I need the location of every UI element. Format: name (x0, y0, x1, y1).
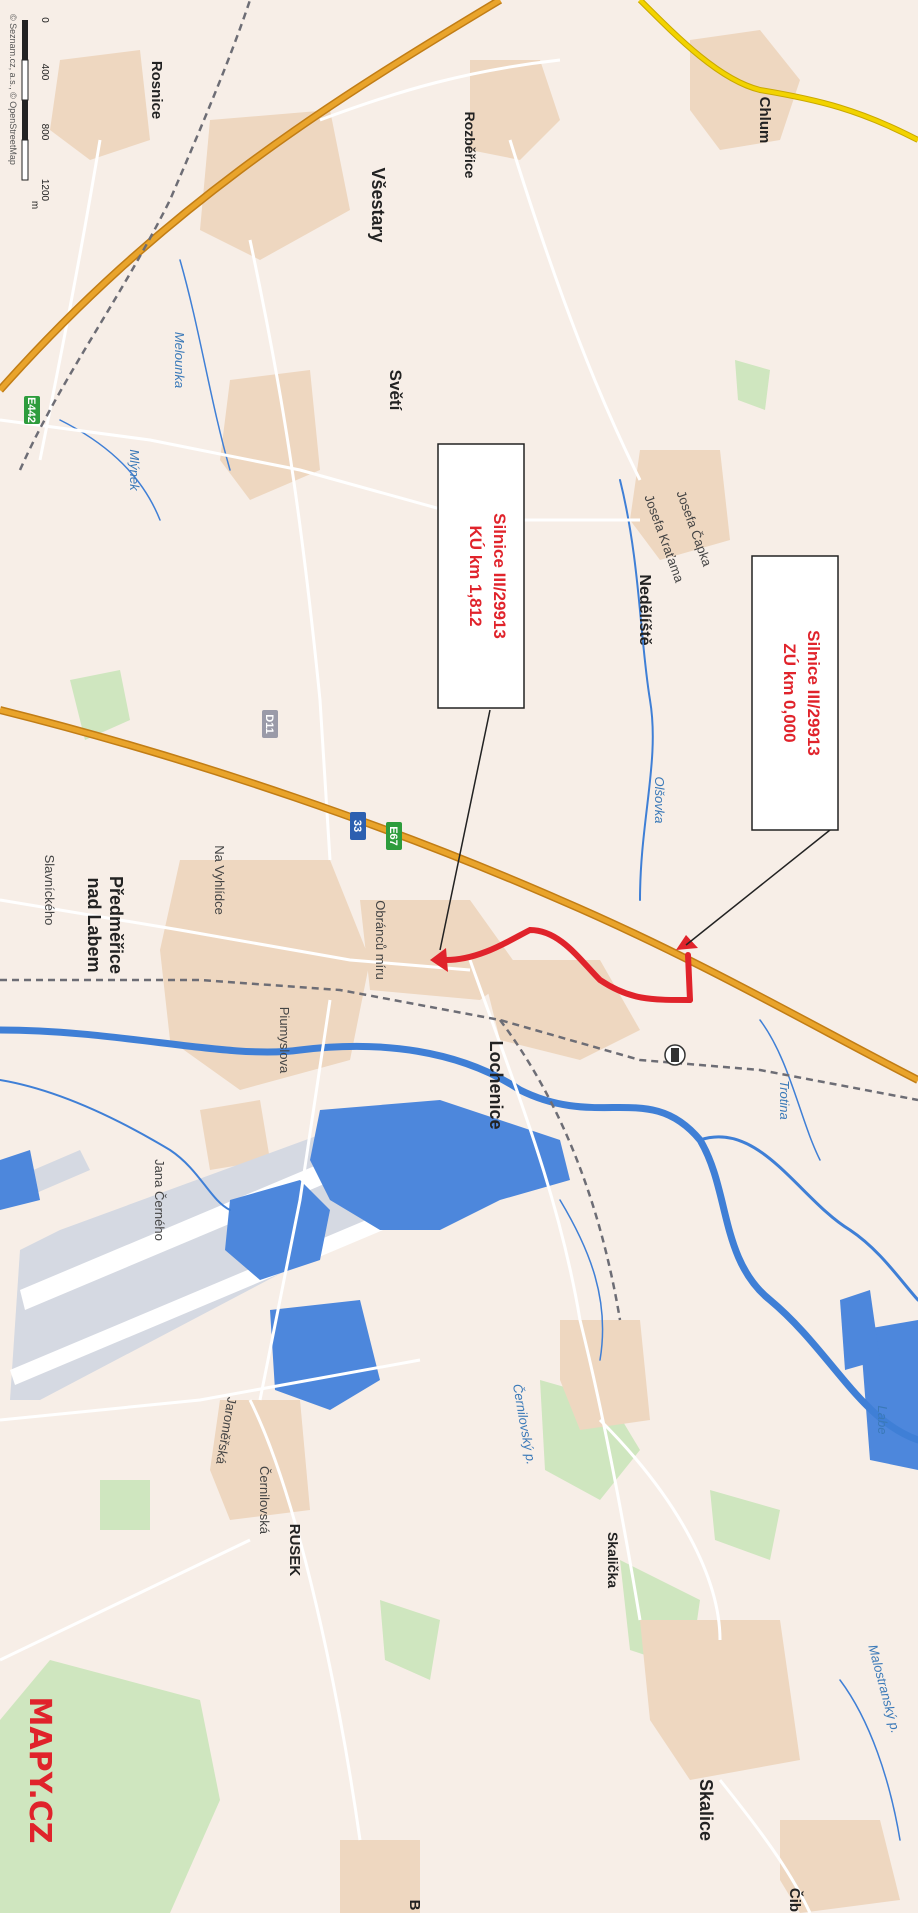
route-silnice-iii-29913[interactable] (443, 926, 693, 1003)
place-sveti: Světí (386, 370, 405, 412)
svg-text:D11: D11 (263, 714, 275, 734)
scale-bar: 0 400 800 1200 m (21, 17, 50, 209)
route-arrow-start (676, 935, 698, 950)
scale-tick-1200: 1200 (39, 179, 50, 202)
water-trotina: Trotina (777, 1080, 792, 1120)
map-marker-icon[interactable] (664, 1044, 686, 1066)
place-b-partial: B (406, 1900, 423, 1911)
minor-roads (0, 58, 812, 1913)
callout-leader-ku (439, 709, 491, 951)
highway-d35-fill (0, 707, 918, 1083)
street-cernilovska: Černilovská (257, 1466, 272, 1535)
route-arrow-end (430, 948, 448, 972)
place-skalicka: Skalička (605, 1532, 621, 1588)
mapy-cz-logo[interactable]: MAPY.CZ (22, 1697, 57, 1844)
callout-leader-zu (685, 829, 831, 946)
svg-text:E442: E442 (25, 397, 37, 423)
primary-road-fill (638, 0, 918, 142)
railways (0, 0, 918, 1321)
place-cib: Čib (786, 1888, 804, 1912)
svg-text:ZÚ km 0,000: ZÚ km 0,000 (780, 643, 799, 742)
place-rusek: RUSEK (286, 1524, 303, 1577)
svg-text:Silnice III/29913: Silnice III/29913 (490, 513, 509, 639)
rivers (0, 259, 918, 1841)
place-skalice: Skalice (696, 1779, 716, 1841)
water-labe: Labe (875, 1406, 890, 1435)
svg-text:Silnice III/29913: Silnice III/29913 (804, 630, 823, 756)
logo-text: MAPY.CZ (22, 1697, 57, 1844)
place-rozberice: Rozběřice (462, 112, 478, 179)
road-shield-d11: D11 (262, 710, 278, 738)
street-slavnickeho: Slavníckého (42, 855, 57, 926)
svg-text:33: 33 (351, 820, 363, 832)
road-shield-d33: 33 (350, 812, 366, 840)
place-chlum: Chlum (756, 97, 773, 144)
settlement-areas (50, 30, 900, 1913)
place-nedeliste: Nedělíště (636, 574, 653, 645)
road-shield-e442: E442 (24, 396, 40, 424)
scale-tick-800: 800 (39, 124, 50, 141)
place-rosnice: Rosnice (148, 61, 165, 119)
map-copyright: © Seznam.cz, a.s., © OpenStreetMap (8, 14, 18, 165)
water-melounka: Melounka (172, 332, 187, 388)
callout-ku-km: Silnice III/29913 KÚ km 1,812 (437, 443, 525, 709)
svg-text:E67: E67 (387, 826, 399, 846)
scale-tick-0: 0 (39, 17, 50, 23)
callout-zu-km: Silnice III/29913 ZÚ km 0,000 (751, 555, 839, 831)
svg-text:KÚ km 1,812: KÚ km 1,812 (466, 525, 485, 626)
street-piumyslova: Piumyslova (277, 1007, 292, 1074)
street-jana-cerneho: Jana Černého (152, 1159, 167, 1241)
place-predmerice-line2: nad Labem (84, 877, 104, 972)
street-na-vyhlidce: Na Vyhlídce (212, 845, 227, 915)
highway-d11-fill (0, 0, 502, 392)
place-vsestary: Všestary (368, 167, 388, 242)
road-shield-e67: E67 (386, 822, 402, 850)
route-end-segment (685, 952, 693, 1003)
scale-unit: m (29, 201, 40, 209)
street-obrancu-miru: Obránců míru (373, 900, 388, 979)
water-olsovka: Olšovka (652, 777, 667, 824)
place-predmerice-line1: Předměřice (106, 876, 126, 974)
water-mlynek: Mlýnek (127, 449, 142, 492)
scale-tick-400: 400 (39, 64, 50, 81)
place-labels: Chlum Rozběřice Rosnice Všestary Světí N… (84, 61, 804, 1912)
place-lochenice: Lochenice (486, 1040, 506, 1129)
